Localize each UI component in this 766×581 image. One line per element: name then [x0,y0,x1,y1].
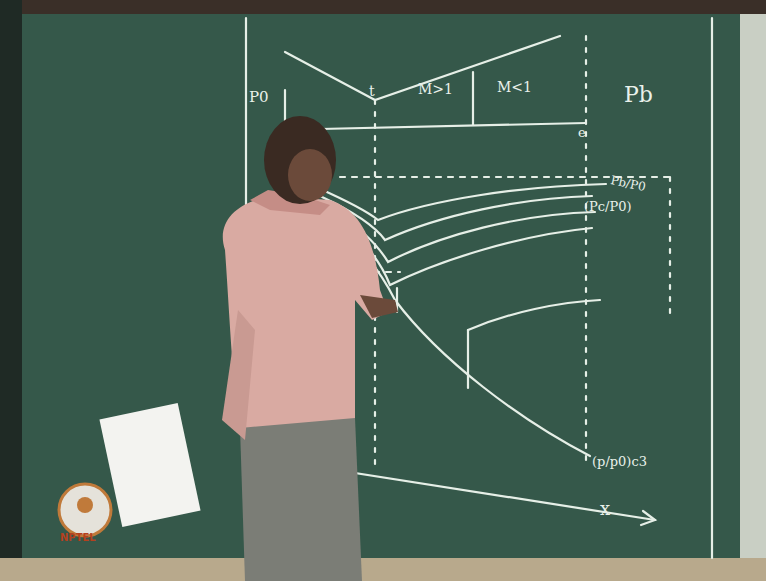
chalk-label: (Pc/P0) [584,200,632,213]
chalk-label: M<1 [497,80,532,94]
chalk-label: (p/p0)c3 [592,455,647,468]
chalk-label: Pb [624,84,653,106]
chalk-label: P0 [249,90,269,105]
chalk-label: x [600,500,610,518]
board-frame [0,0,766,14]
logo-text: NPTEL [60,533,96,543]
logo [59,484,111,536]
floor [0,558,766,581]
chalk-label: t [369,84,375,98]
chalk-label: M>1 [418,82,453,96]
wall [740,14,766,581]
board-edge [0,0,22,581]
chalk-label: e [578,126,586,139]
lecturer [59,116,398,581]
